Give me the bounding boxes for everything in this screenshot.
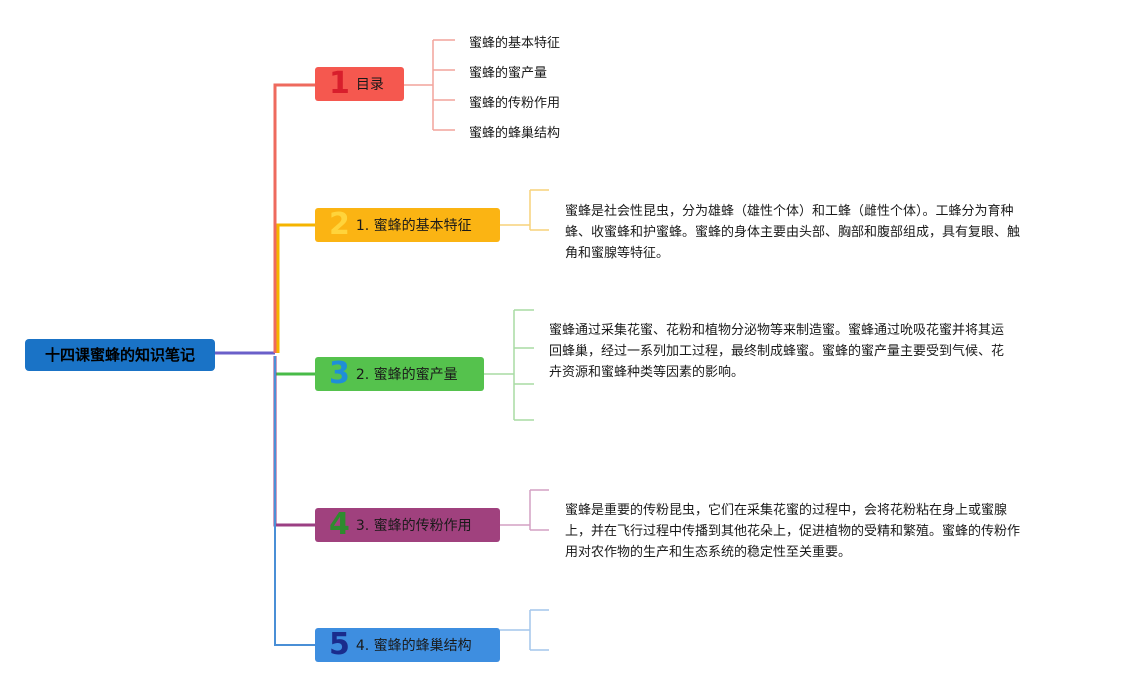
branch-node-2[interactable]: 2 1. 蜜蜂的基本特征	[315, 208, 500, 242]
connector-desc-2	[500, 189, 549, 231]
branch-label-2: 1. 蜜蜂的基本特征	[355, 218, 472, 234]
description-3-line-1: 蜜蜂通过采集花蜜、花粉和植物分泌物等来制造蜜。蜜蜂通过吮吸花蜜并将其运	[549, 323, 1005, 338]
description-3: 蜜蜂通过采集花蜜、花粉和植物分泌物等来制造蜜。蜜蜂通过吮吸花蜜并将其运 回蜂巢，…	[549, 320, 1049, 383]
description-3-line-2: 回蜂巢，经过一系列加工过程，最终制成蜂蜜。蜜蜂的蜜产量主要受到气候、花	[549, 344, 1005, 359]
description-2-line-3: 角和蜜腺等特征。	[565, 246, 670, 261]
toc-item-3[interactable]: 蜜蜂的传粉作用	[469, 96, 561, 111]
toc-item-2[interactable]: 蜜蜂的蜜产量	[469, 66, 548, 81]
connector-desc-5	[500, 609, 549, 651]
toc-item-1[interactable]: 蜜蜂的基本特征	[469, 36, 561, 51]
connector-branch-1	[273, 83, 315, 353]
branch-label-1: 目录	[355, 77, 384, 93]
branch-label-3: 2. 蜜蜂的蜜产量	[355, 367, 458, 383]
description-2-line-1: 蜜蜂是社会性昆虫，分为雄蜂（雄性个体）和工蜂（雌性个体）。工蜂分为育种	[565, 204, 1014, 219]
branch-node-5[interactable]: 5 4. 蜜蜂的蜂巢结构	[315, 628, 500, 662]
description-4: 蜜蜂是重要的传粉昆虫，它们在采集花蜜的过程中，会将花粉粘在身上或蜜腺 上，并在飞…	[565, 500, 1065, 563]
connector-branch-4	[273, 356, 315, 527]
description-2-line-2: 蜂、收蜜蜂和护蜜蜂。蜜蜂的身体主要由头部、胸部和腹部组成，具有复眼、触	[565, 225, 1021, 240]
connector-desc-3	[484, 309, 534, 421]
number-5-icon: 5	[329, 627, 350, 662]
number-1-icon: 1	[329, 66, 350, 101]
root-node[interactable]: 十四课蜜蜂的知识笔记	[25, 339, 215, 371]
description-4-line-3: 用对农作物的生产和生态系统的稳定性至关重要。	[565, 545, 852, 560]
branch-node-1[interactable]: 1 目录	[315, 67, 404, 101]
branch-label-4: 3. 蜜蜂的传粉作用	[355, 518, 472, 534]
description-4-line-1: 蜜蜂是重要的传粉昆虫，它们在采集花蜜的过程中，会将花粉粘在身上或蜜腺	[565, 503, 1008, 518]
toc-item-4[interactable]: 蜜蜂的蜂巢结构	[469, 126, 561, 141]
branch-node-4[interactable]: 4 3. 蜜蜂的传粉作用	[315, 508, 500, 542]
connector-branch-5	[274, 356, 315, 646]
number-3-icon: 3	[329, 356, 350, 391]
connector-toc	[404, 39, 455, 131]
branch-node-3[interactable]: 3 2. 蜜蜂的蜜产量	[315, 357, 484, 391]
connector-desc-4	[500, 489, 549, 531]
connector-branch-2	[276, 223, 315, 353]
description-4-line-2: 上，并在飞行过程中传播到其他花朵上，促进植物的受精和繁殖。蜜蜂的传粉作	[565, 524, 1021, 539]
description-3-line-3: 卉资源和蜜蜂种类等因素的影响。	[549, 365, 745, 380]
description-2: 蜜蜂是社会性昆虫，分为雄蜂（雄性个体）和工蜂（雌性个体）。工蜂分为育种 蜂、收蜜…	[565, 201, 1065, 264]
number-2-icon: 2	[329, 207, 350, 242]
branch-label-5: 4. 蜜蜂的蜂巢结构	[355, 638, 472, 654]
number-4-icon: 4	[329, 507, 350, 542]
